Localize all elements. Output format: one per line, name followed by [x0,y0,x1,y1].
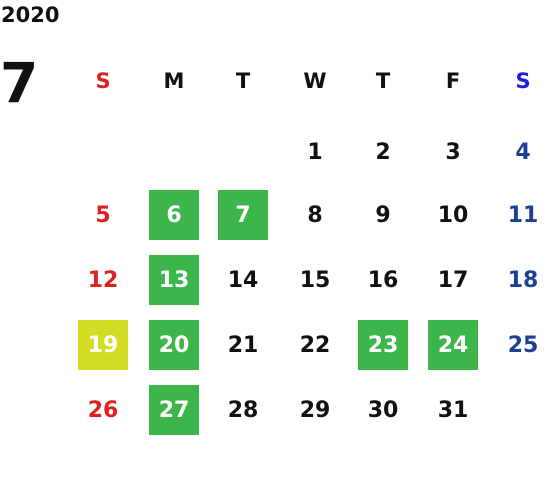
day-cell[interactable]: 31 [437,397,469,423]
day-cell[interactable]: 4 [515,139,531,165]
day-cell[interactable]: 27 [149,385,199,435]
day-cell[interactable]: 12 [87,267,119,293]
weekday-header-4: T [375,69,391,93]
day-cell[interactable]: 23 [358,320,408,370]
day-cell[interactable]: 15 [299,267,331,293]
day-cell[interactable]: 29 [299,397,331,423]
day-cell[interactable]: 13 [149,255,199,305]
year-label: 2020 [1,3,60,27]
day-cell[interactable]: 30 [367,397,399,423]
day-cell[interactable]: 2 [375,139,391,165]
day-cell[interactable]: 22 [299,332,331,358]
day-cell[interactable]: 10 [437,202,469,228]
weekday-header-5: F [445,69,461,93]
day-cell[interactable]: 20 [149,320,199,370]
day-cell[interactable]: 17 [437,267,469,293]
day-cell[interactable]: 18 [507,267,539,293]
month-label: 7 [0,51,39,115]
day-cell[interactable]: 24 [428,320,478,370]
day-cell[interactable]: 26 [87,397,119,423]
day-cell[interactable]: 21 [227,332,259,358]
day-cell[interactable]: 14 [227,267,259,293]
day-cell[interactable]: 1 [307,139,323,165]
weekday-header-3: W [303,69,327,93]
weekday-header-2: T [235,69,251,93]
day-cell[interactable]: 6 [149,190,199,240]
day-cell[interactable]: 25 [507,332,539,358]
day-cell[interactable]: 16 [367,267,399,293]
day-cell[interactable]: 5 [95,202,111,228]
weekday-header-1: M [163,69,185,93]
day-cell[interactable]: 7 [218,190,268,240]
day-cell[interactable]: 3 [445,139,461,165]
weekday-header-6: S [515,69,531,93]
day-cell[interactable]: 19 [78,320,128,370]
day-cell[interactable]: 11 [507,202,539,228]
day-cell[interactable]: 28 [227,397,259,423]
day-cell[interactable]: 8 [307,202,323,228]
weekday-header-0: S [95,69,111,93]
day-cell[interactable]: 9 [375,202,391,228]
